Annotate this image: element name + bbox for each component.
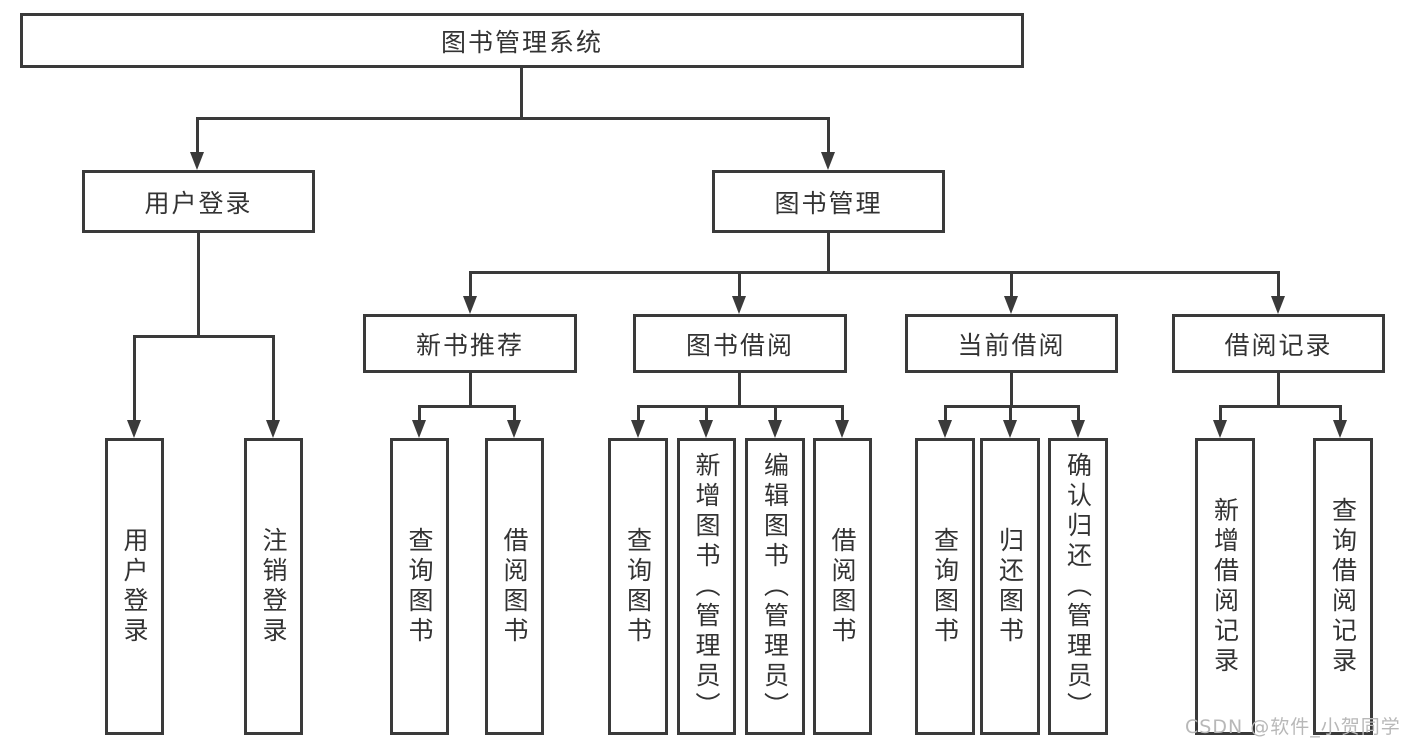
- arrowhead-down-icon: [1213, 420, 1227, 438]
- leaf-query-borrow-record: 查询借阅记录: [1313, 438, 1373, 735]
- leaf-confirm-return-admin: 确认归还（管理员）: [1048, 438, 1108, 735]
- connector-line: [133, 335, 275, 338]
- arrowhead-down-icon: [835, 420, 849, 438]
- node-current-borrowing: 当前借阅: [905, 314, 1118, 373]
- leaf-logout-label: 注销登录: [259, 526, 288, 647]
- leaf-borrow-books-recommend-label: 借阅图书: [500, 526, 529, 647]
- arrowhead-down-icon: [190, 152, 204, 170]
- connector-line: [469, 271, 472, 300]
- connector-line: [1277, 271, 1280, 300]
- arrowhead-down-icon: [1004, 296, 1018, 314]
- leaf-borrow-books-recommend: 借阅图书: [485, 438, 544, 735]
- leaf-add-book-admin: 新增图书（管理员）: [677, 438, 736, 735]
- connector-line: [1077, 405, 1080, 424]
- leaf-query-borrow-record-label: 查询借阅记录: [1328, 496, 1358, 677]
- arrowhead-down-icon: [507, 420, 521, 438]
- csdn-watermark: CSDN @软件_小贺同学: [1185, 716, 1401, 738]
- connector-line: [637, 405, 640, 424]
- leaf-query-books-recommend-label: 查询图书: [405, 526, 434, 647]
- connector-line: [774, 405, 777, 424]
- node-current-borrowing-label: 当前借阅: [957, 330, 1066, 360]
- connector-line: [738, 271, 741, 300]
- arrowhead-down-icon: [699, 420, 713, 438]
- leaf-add-borrow-record-label: 新增借阅记录: [1210, 496, 1240, 677]
- node-borrow-records-label: 借阅记录: [1224, 330, 1333, 360]
- connector-line: [418, 405, 516, 408]
- arrowhead-down-icon: [1003, 420, 1017, 438]
- connector-line: [944, 405, 947, 424]
- arrowhead-down-icon: [266, 420, 280, 438]
- connector-line: [196, 117, 830, 120]
- leaf-query-books-current: 查询图书: [915, 438, 975, 735]
- node-new-book-recommend: 新书推荐: [363, 314, 577, 373]
- leaf-user-login: 用户登录: [105, 438, 164, 735]
- leaf-add-book-admin-label: 新增图书（管理员）: [692, 451, 721, 722]
- node-borrow-records: 借阅记录: [1172, 314, 1385, 373]
- arrowhead-down-icon: [768, 420, 782, 438]
- connector-line: [944, 405, 1080, 408]
- arrowhead-down-icon: [732, 296, 746, 314]
- connector-line: [1009, 405, 1012, 424]
- connector-line: [827, 117, 830, 156]
- connector-line: [469, 373, 472, 408]
- leaf-return-book-label: 归还图书: [995, 526, 1025, 647]
- node-user-login: 用户登录: [82, 170, 315, 233]
- connector-line: [197, 233, 200, 338]
- arrowhead-down-icon: [821, 152, 835, 170]
- node-book-borrowing: 图书借阅: [633, 314, 847, 373]
- leaf-borrow-books-borrowing: 借阅图书: [813, 438, 872, 735]
- node-book-borrowing-label: 图书借阅: [685, 330, 794, 360]
- leaf-edit-book-admin-label: 编辑图书（管理员）: [760, 451, 790, 722]
- node-user-login-label: 用户登录: [144, 188, 253, 218]
- connector-line: [196, 117, 199, 156]
- arrowhead-down-icon: [631, 420, 645, 438]
- arrowhead-down-icon: [127, 420, 141, 438]
- leaf-return-book: 归还图书: [980, 438, 1040, 735]
- node-library-system: 图书管理系统: [20, 13, 1024, 68]
- connector-line: [1277, 373, 1280, 408]
- connector-line: [513, 405, 516, 424]
- arrowhead-down-icon: [938, 420, 952, 438]
- connector-line: [1010, 373, 1013, 408]
- connector-line: [520, 68, 523, 120]
- node-new-book-recommend-label: 新书推荐: [415, 330, 524, 360]
- node-library-system-label: 图书管理系统: [440, 27, 603, 57]
- connector-line: [469, 271, 1280, 274]
- connector-line: [738, 373, 741, 408]
- arrowhead-down-icon: [1271, 296, 1285, 314]
- leaf-edit-book-admin: 编辑图书（管理员）: [745, 438, 805, 735]
- leaf-user-login-label: 用户登录: [120, 526, 149, 647]
- leaf-add-borrow-record: 新增借阅记录: [1195, 438, 1255, 735]
- leaf-query-books-recommend: 查询图书: [390, 438, 449, 735]
- leaf-query-books-borrowing: 查询图书: [608, 438, 668, 735]
- connector-line: [705, 405, 708, 424]
- node-book-management: 图书管理: [712, 170, 945, 233]
- arrowhead-down-icon: [1333, 420, 1347, 438]
- connector-line: [827, 233, 830, 274]
- arrowhead-down-icon: [1071, 420, 1085, 438]
- leaf-borrow-books-borrowing-label: 借阅图书: [828, 526, 857, 647]
- leaf-logout: 注销登录: [244, 438, 303, 735]
- arrowhead-down-icon: [463, 296, 477, 314]
- connector-line: [418, 405, 421, 424]
- node-book-management-label: 图书管理: [774, 188, 883, 218]
- arrowhead-down-icon: [412, 420, 426, 438]
- connector-line: [133, 335, 136, 424]
- connector-line: [637, 405, 844, 408]
- connector-line: [272, 335, 275, 424]
- connector-line: [1219, 405, 1342, 408]
- connector-line: [1010, 271, 1013, 300]
- connector-line: [1219, 405, 1222, 424]
- connector-line: [1339, 405, 1342, 424]
- connector-line: [841, 405, 844, 424]
- leaf-query-books-current-label: 查询图书: [930, 526, 960, 647]
- leaf-confirm-return-admin-label: 确认归还（管理员）: [1063, 451, 1093, 722]
- leaf-query-books-borrowing-label: 查询图书: [623, 526, 653, 647]
